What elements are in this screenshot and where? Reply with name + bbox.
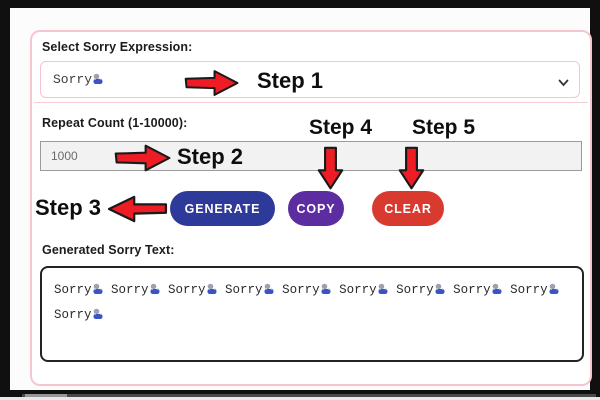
person-bowing-emoji [93,73,103,84]
person-bowing-emoji [93,283,103,294]
person-bowing-emoji [435,283,445,294]
expression-selected-value: Sorry [53,72,104,87]
step2-label: Step 2 [177,144,244,169]
step1-label: Step 1 [257,68,324,93]
section-divider [34,102,588,103]
chevron-down-icon [558,74,569,92]
person-bowing-emoji [93,308,103,319]
person-bowing-emoji [378,283,388,294]
clear-button[interactable]: CLEAR [372,191,444,226]
person-bowing-emoji [492,283,502,294]
generate-button[interactable]: GENERATE [170,191,275,226]
person-bowing-emoji [150,283,160,294]
step5-down-arrow-icon [398,146,425,190]
step3-left-arrow-icon [107,195,168,223]
step4-label: Step 4 [309,116,373,139]
step1-right-arrow-icon [184,70,239,96]
step3-label: Step 3 [35,195,102,220]
person-bowing-emoji [264,283,274,294]
sorry-generator-card: Select Sorry Expression: Sorry Repeat Co… [30,30,592,386]
step5-label: Step 5 [412,116,476,139]
repeat-count-label: Repeat Count (1-10000): [42,116,188,130]
horizontal-scrollbar[interactable] [22,394,596,397]
step4-down-arrow-icon [317,146,344,190]
person-bowing-emoji [321,283,331,294]
step2-right-arrow-icon [114,144,171,172]
output-label: Generated Sorry Text: [42,243,175,257]
repeat-count-input[interactable] [40,141,582,171]
person-bowing-emoji [549,283,559,294]
expression-select[interactable]: Sorry [40,61,580,98]
scrollbar-thumb[interactable] [25,394,67,397]
expression-label: Select Sorry Expression: [42,40,193,54]
generated-text-area[interactable]: Sorry Sorry Sorry Sorry Sorry Sorry Sorr… [40,266,584,362]
person-bowing-emoji [207,283,217,294]
copy-button[interactable]: COPY [288,191,344,226]
